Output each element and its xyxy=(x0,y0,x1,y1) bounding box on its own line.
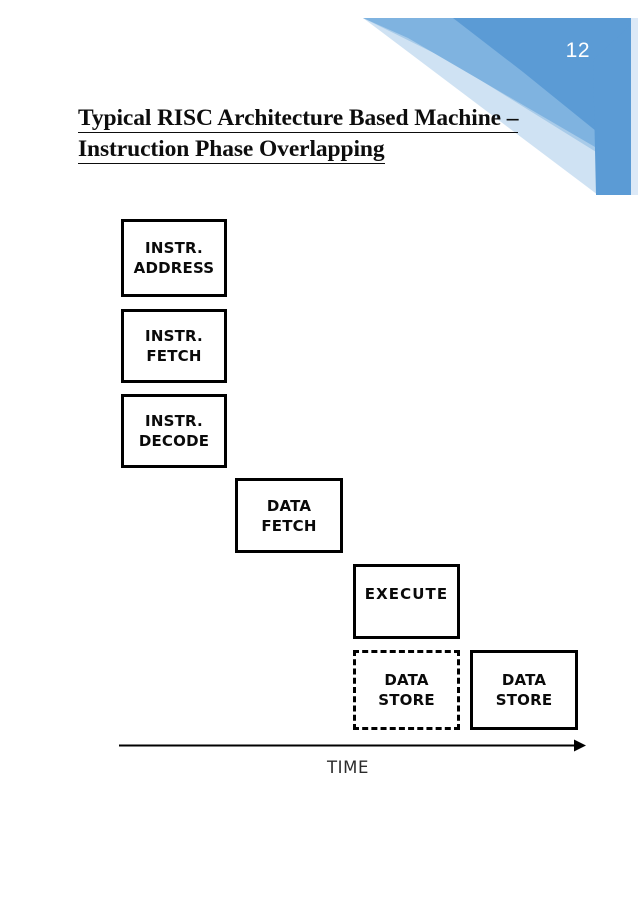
page-title-line-1: Typical RISC Architecture Based Machine … xyxy=(78,105,519,133)
phase-label-line-1: DATA xyxy=(266,496,312,515)
time-axis-label: TIME xyxy=(0,758,638,777)
arrow-head-icon xyxy=(574,739,586,752)
phase-label-line-1: EXECUTE xyxy=(364,585,449,603)
phase-label-line-2: STORE xyxy=(495,691,553,709)
phase-label-line-2: FETCH xyxy=(146,347,202,365)
page-title-line-2: Instruction Phase Overlapping xyxy=(78,136,385,164)
phase-box-instr-address: INSTR. ADDRESS xyxy=(121,219,227,297)
phase-label-line-1: INSTR. xyxy=(145,239,203,257)
phase-box-data-store: DATA STORE xyxy=(470,650,578,730)
phase-box-data-fetch: DATA FETCH xyxy=(235,478,343,553)
phase-label-line-1: DATA xyxy=(501,671,547,689)
phase-label-line-1: INSTR. xyxy=(145,327,203,345)
arrow-svg xyxy=(119,739,586,752)
phase-label-line-1: INSTR. xyxy=(145,412,203,430)
time-axis-label-text: TIME xyxy=(326,758,369,777)
phase-box-execute: EXECUTE xyxy=(353,564,460,639)
phase-box-instr-decode: INSTR. DECODE xyxy=(121,394,227,468)
phase-label-line-2: FETCH xyxy=(261,516,317,535)
phase-label-line-2: DECODE xyxy=(138,432,210,450)
phase-label-line-2: ADDRESS xyxy=(133,259,215,277)
phase-box-instr-fetch: INSTR. FETCH xyxy=(121,309,227,383)
time-axis-arrow xyxy=(118,736,588,756)
phase-box-data-store-speculative: DATA STORE xyxy=(353,650,460,730)
phase-label-line-1: DATA xyxy=(384,671,429,689)
page-title: Typical RISC Architecture Based Machine … xyxy=(78,103,558,165)
phase-label-line-2: STORE xyxy=(378,691,435,709)
